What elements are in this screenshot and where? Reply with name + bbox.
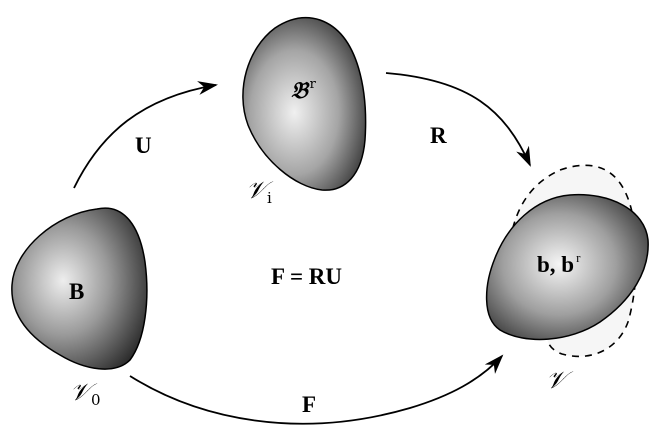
intermediate-configuration-label: 𝒱i (246, 178, 272, 206)
decomposition-relation: F = RU (271, 265, 342, 288)
current-configuration-label: 𝒱 (546, 368, 566, 392)
reference-body-label: B (69, 280, 84, 303)
rotation-map-label: R (430, 124, 447, 147)
reference-configuration-label: 𝒱0 (70, 380, 101, 408)
stretch-map-label: U (135, 134, 152, 157)
arrow-r (386, 73, 530, 165)
deformation-map-label: F (302, 393, 316, 416)
